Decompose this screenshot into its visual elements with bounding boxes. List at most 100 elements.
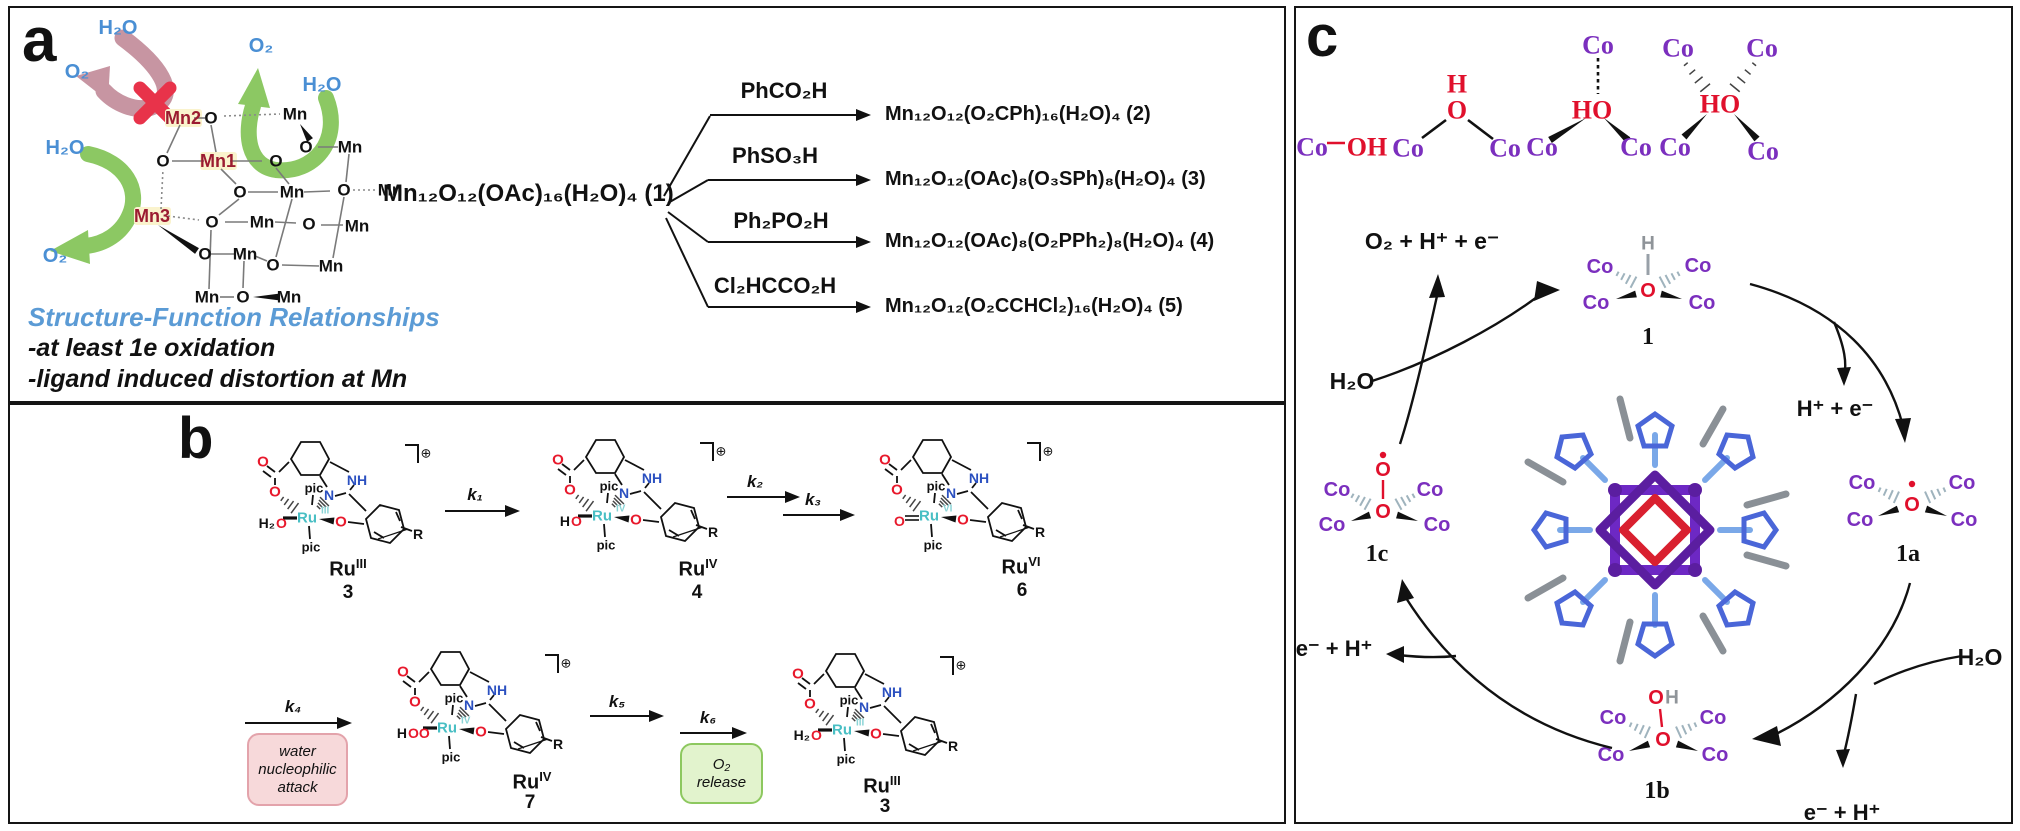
diagram-text: H: [560, 513, 570, 529]
diagram-text: pic: [305, 481, 324, 496]
bond-line: [311, 494, 314, 506]
hash-bond: [1729, 62, 1757, 93]
diagram-text: O: [879, 452, 891, 469]
wedge-bond: [1629, 740, 1651, 751]
diagram-text: H: [397, 725, 407, 741]
wedge-bond: [1351, 511, 1372, 521]
diagram-text: O₂: [249, 35, 273, 57]
bond-line: [624, 459, 645, 471]
bond-line: [377, 528, 409, 540]
hash-bond: [420, 706, 440, 724]
bond-line: [275, 167, 290, 185]
bond-line: [319, 475, 328, 488]
bond-line: [933, 492, 936, 504]
diagram-text: H₂: [259, 515, 275, 531]
reagent-cl2hcco2h: Cl₂HCCO₂H: [713, 273, 837, 298]
wedge-bond: [319, 517, 335, 525]
h2o-right-label: H₂O: [1957, 644, 2003, 670]
rate-k4: k₄: [284, 697, 302, 716]
bond-line: [935, 738, 948, 744]
panel-a: [8, 6, 1286, 403]
bond-line: [395, 511, 401, 522]
diagram-text: O: [233, 183, 246, 202]
bond-line: [210, 124, 217, 153]
bond-line: [606, 492, 609, 504]
diagram-text: O: [337, 181, 350, 200]
ring-polygon: [824, 653, 866, 688]
curve-path: [405, 444, 419, 463]
diagram-text: Co: [1659, 133, 1691, 162]
wedge-bond: [1396, 511, 1418, 521]
bond-line: [345, 153, 350, 183]
diagram-text: pic: [302, 540, 321, 555]
diagram-text: Co: [1324, 479, 1351, 501]
bond-line: [1421, 118, 1447, 140]
diagram-text: pic: [442, 750, 461, 765]
starting-complex-formula: Mn₁₂O₁₂(OAc)₁₆(H₂O)₄ (1): [383, 180, 674, 207]
bond-line: [695, 524, 708, 530]
diagram-text: Co: [1526, 133, 1558, 162]
arrowhead: [1386, 646, 1404, 663]
bond-line: [266, 465, 276, 473]
sfr-point-1: -at least 1e oxidation: [28, 334, 276, 362]
arrowhead: [1837, 367, 1851, 386]
hash-bond: [575, 494, 595, 512]
diagram-text: Co: [1949, 472, 1976, 494]
h2o-left-label: H₂O: [1329, 368, 1375, 394]
diagram-text: N: [859, 699, 869, 715]
curve-path: [1371, 293, 1542, 383]
bond-line: [347, 521, 365, 525]
bond-line: [869, 704, 882, 709]
diagram-text: H₂O: [99, 17, 138, 39]
bond-line: [854, 687, 863, 700]
ring-polygon: [911, 439, 953, 474]
diagram-text: O: [302, 215, 315, 234]
reagent-ph2po2h: Ph₂PO₂H: [733, 208, 829, 233]
arrowhead: [238, 68, 270, 108]
diagram-text: Mn: [277, 288, 302, 307]
bond-line: [451, 704, 454, 716]
diagram-text: Co: [1587, 256, 1614, 278]
diagram-text: O: [571, 513, 582, 529]
wedge-bond: [941, 515, 957, 523]
bond-line: [406, 675, 416, 683]
diagram-text: O: [1640, 280, 1656, 302]
wedge-bond: [1924, 505, 1947, 516]
diagram-text: Co: [1319, 514, 1346, 536]
diagram-text: O: [811, 727, 822, 743]
bond-line: [517, 738, 549, 750]
diagram-text: Mn: [319, 257, 344, 276]
arrowhead: [1429, 274, 1445, 298]
bond-line: [167, 215, 200, 221]
highlight-rect: [165, 109, 202, 127]
diagram-text: O: [957, 512, 969, 529]
bond-line: [469, 671, 490, 683]
diagram-text: O: [276, 515, 287, 531]
hash-bond: [456, 706, 470, 720]
bond-line: [813, 673, 825, 685]
arrowhead: [785, 491, 800, 503]
diagram-text: O: [870, 726, 882, 743]
bond-line: [218, 198, 240, 216]
diagram-text: pic: [597, 538, 616, 553]
panel-b: [8, 403, 1286, 824]
bond-line: [561, 463, 571, 471]
arrowhead: [856, 174, 871, 186]
reagent-phco2h: PhCO₂H: [740, 78, 828, 103]
curve-path: [78, 146, 142, 254]
diagram-text: HO: [1700, 90, 1740, 119]
diagram-text: O: [564, 482, 576, 499]
species-3-number: 3: [342, 582, 354, 603]
bond-line: [275, 198, 293, 258]
bond-line: [971, 482, 977, 489]
product-4: Mn₁₂O₁₂(OAc)₈(O₂PPh₂)₈(H₂O)₄ (4): [885, 230, 1215, 252]
bond-line: [969, 519, 987, 523]
bond-line: [1658, 708, 1664, 728]
arrowhead: [50, 230, 90, 264]
diagram-text: Mn1: [200, 151, 236, 171]
product-2: Mn₁₂O₁₂(O₂CPh)₁₆(H₂O)₄ (2): [885, 103, 1151, 125]
diagram-text: H₂: [794, 727, 810, 743]
bond-line: [160, 168, 164, 210]
diagram-text: O: [1904, 494, 1920, 516]
